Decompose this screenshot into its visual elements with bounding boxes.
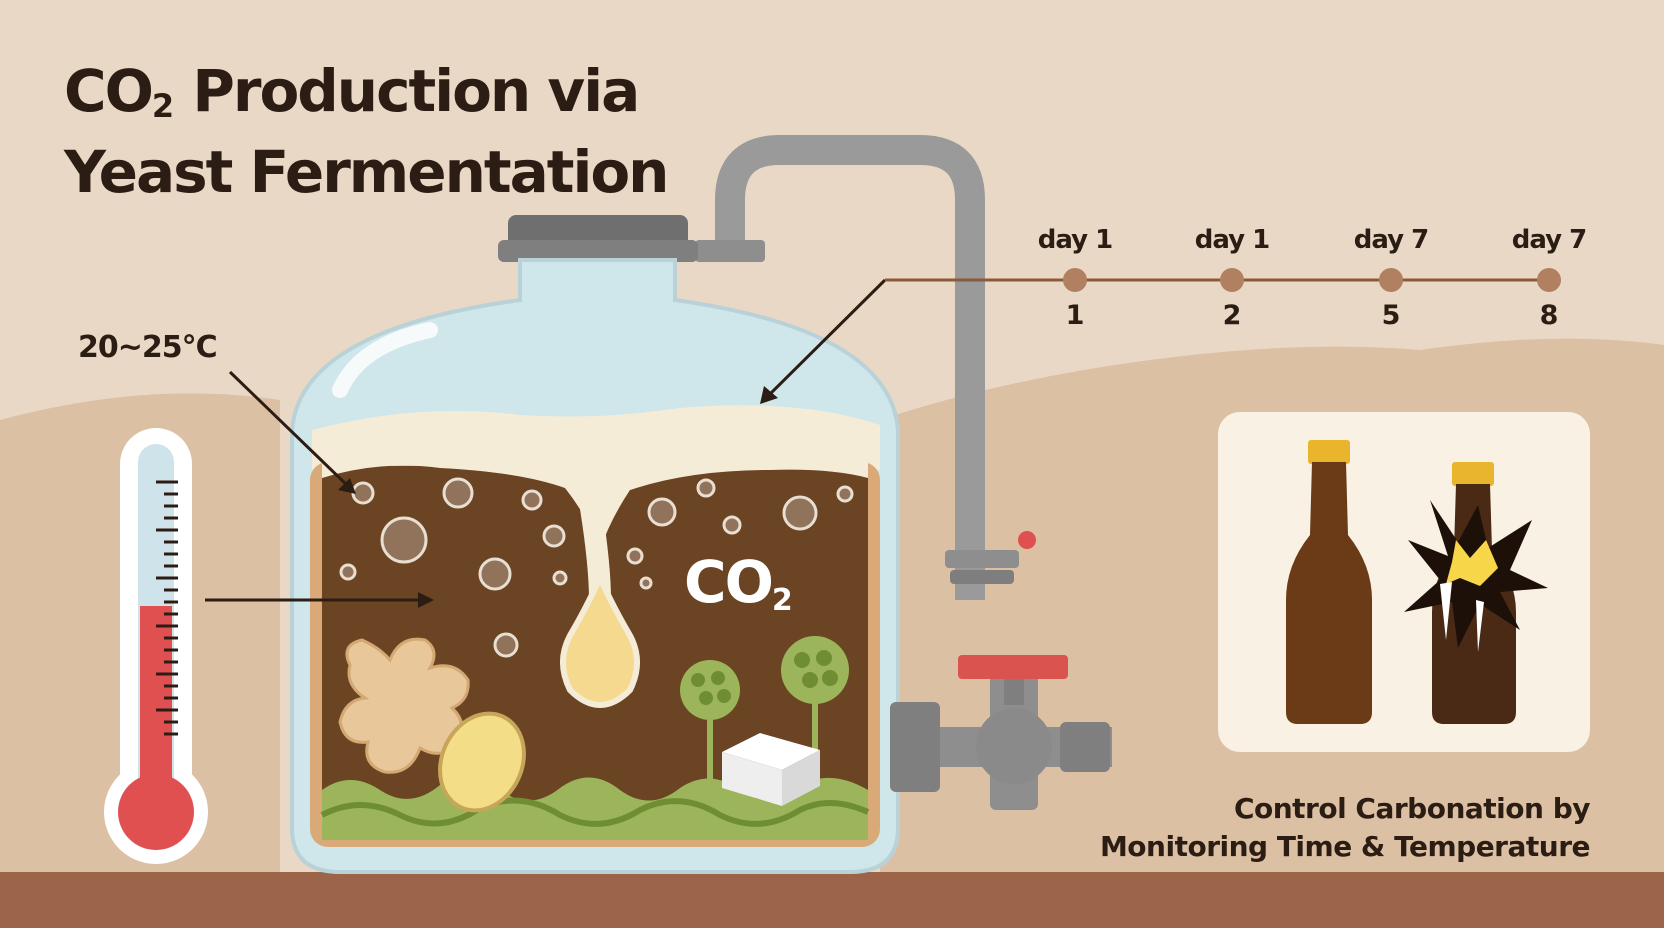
title-co-text: CO	[64, 57, 154, 125]
caption: Control Carbonation by Monitoring Time &…	[1099, 790, 1591, 866]
co2-label-text: CO	[684, 548, 774, 616]
valve-icon[interactable]	[890, 655, 1112, 810]
beer-bottle-icon	[1286, 440, 1372, 724]
timeline-num-4: 8	[1539, 300, 1559, 331]
indicator-dot	[1018, 531, 1036, 549]
timeline-day-3: day 7	[1353, 225, 1429, 255]
page-title: CO2 Production via Yeast Fermentation	[64, 57, 669, 206]
co2-bubbles	[339, 477, 854, 658]
timeline-dot	[1537, 268, 1561, 292]
caption-line2: Monitoring Time & Temperature	[1099, 830, 1591, 863]
title-line2: Yeast Fermentation	[64, 138, 669, 206]
ground	[0, 872, 1664, 928]
pipe-collar	[945, 550, 1019, 568]
timeline-day-1: day 1	[1037, 225, 1113, 255]
timeline-dot	[1220, 268, 1244, 292]
sugar-cube-icon	[722, 733, 820, 806]
arrowhead	[418, 592, 434, 608]
timeline-num-1: 1	[1065, 300, 1085, 331]
fermentation-jar	[290, 215, 900, 874]
arrow-timeline-to-jar	[764, 278, 887, 400]
title-line1-rest: Production via	[174, 57, 640, 125]
arrowhead	[760, 386, 778, 404]
pipe-collar	[950, 570, 1014, 584]
caption-line1: Control Carbonation by	[1233, 792, 1591, 825]
co2-label-subscript: 2	[771, 583, 793, 618]
timeline-day-4: day 7	[1511, 225, 1587, 255]
timeline-num-3: 5	[1381, 300, 1401, 331]
co2-label: CO2	[684, 548, 793, 618]
yeast-colony-icon	[781, 636, 849, 790]
timeline-markers	[1063, 268, 1561, 292]
pipe-collar	[695, 240, 765, 262]
gas-pipe	[715, 135, 985, 600]
yeast-drop-icon	[560, 570, 640, 708]
timeline-day-2: day 1	[1194, 225, 1270, 255]
timeline-dot	[1379, 268, 1403, 292]
temperature-label: 20~25°C	[78, 330, 218, 365]
arrowhead	[338, 478, 356, 494]
timeline-num-2: 2	[1222, 300, 1242, 331]
yeast-colony-icon	[680, 660, 740, 800]
thermometer-icon	[104, 428, 208, 864]
timeline-dot	[1063, 268, 1087, 292]
arrow-temp-to-liquid	[228, 370, 352, 490]
arrows	[205, 278, 887, 602]
title-co2-subscript: 2	[151, 87, 175, 125]
ginger-slice-icon	[438, 711, 526, 813]
broken-bottle-icon	[1404, 462, 1548, 724]
